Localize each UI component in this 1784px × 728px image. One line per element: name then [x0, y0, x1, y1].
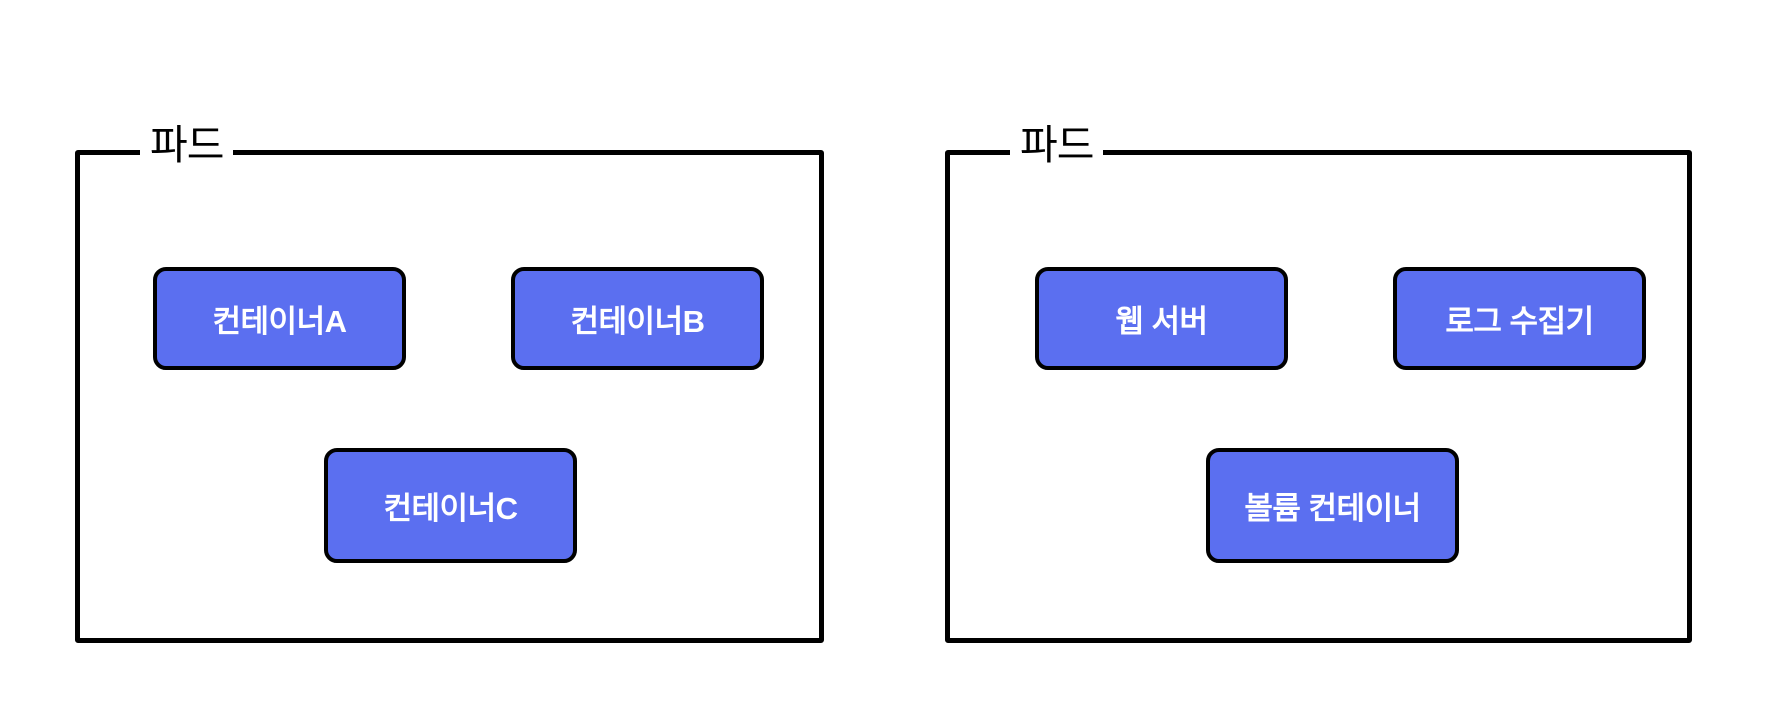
container-box[interactable]: 웹 서버	[1035, 267, 1288, 370]
container-label: 컨테이너B	[570, 304, 705, 339]
container-box[interactable]: 컨테이너B	[511, 267, 764, 370]
container-label: 컨테이너A	[212, 304, 347, 339]
pod-label: 파드	[1010, 125, 1104, 166]
container-box[interactable]: 볼륨 컨테이너	[1206, 448, 1459, 563]
container-box[interactable]: 컨테이너C	[324, 448, 577, 563]
container-box[interactable]: 로그 수집기	[1393, 267, 1646, 370]
pod-label: 파드	[140, 125, 234, 166]
container-label: 로그 수집기	[1445, 304, 1594, 339]
container-box[interactable]: 컨테이너A	[153, 267, 406, 370]
container-label: 웹 서버	[1115, 304, 1208, 339]
container-label: 컨테이너C	[383, 491, 518, 526]
container-label: 볼륨 컨테이너	[1244, 491, 1421, 526]
